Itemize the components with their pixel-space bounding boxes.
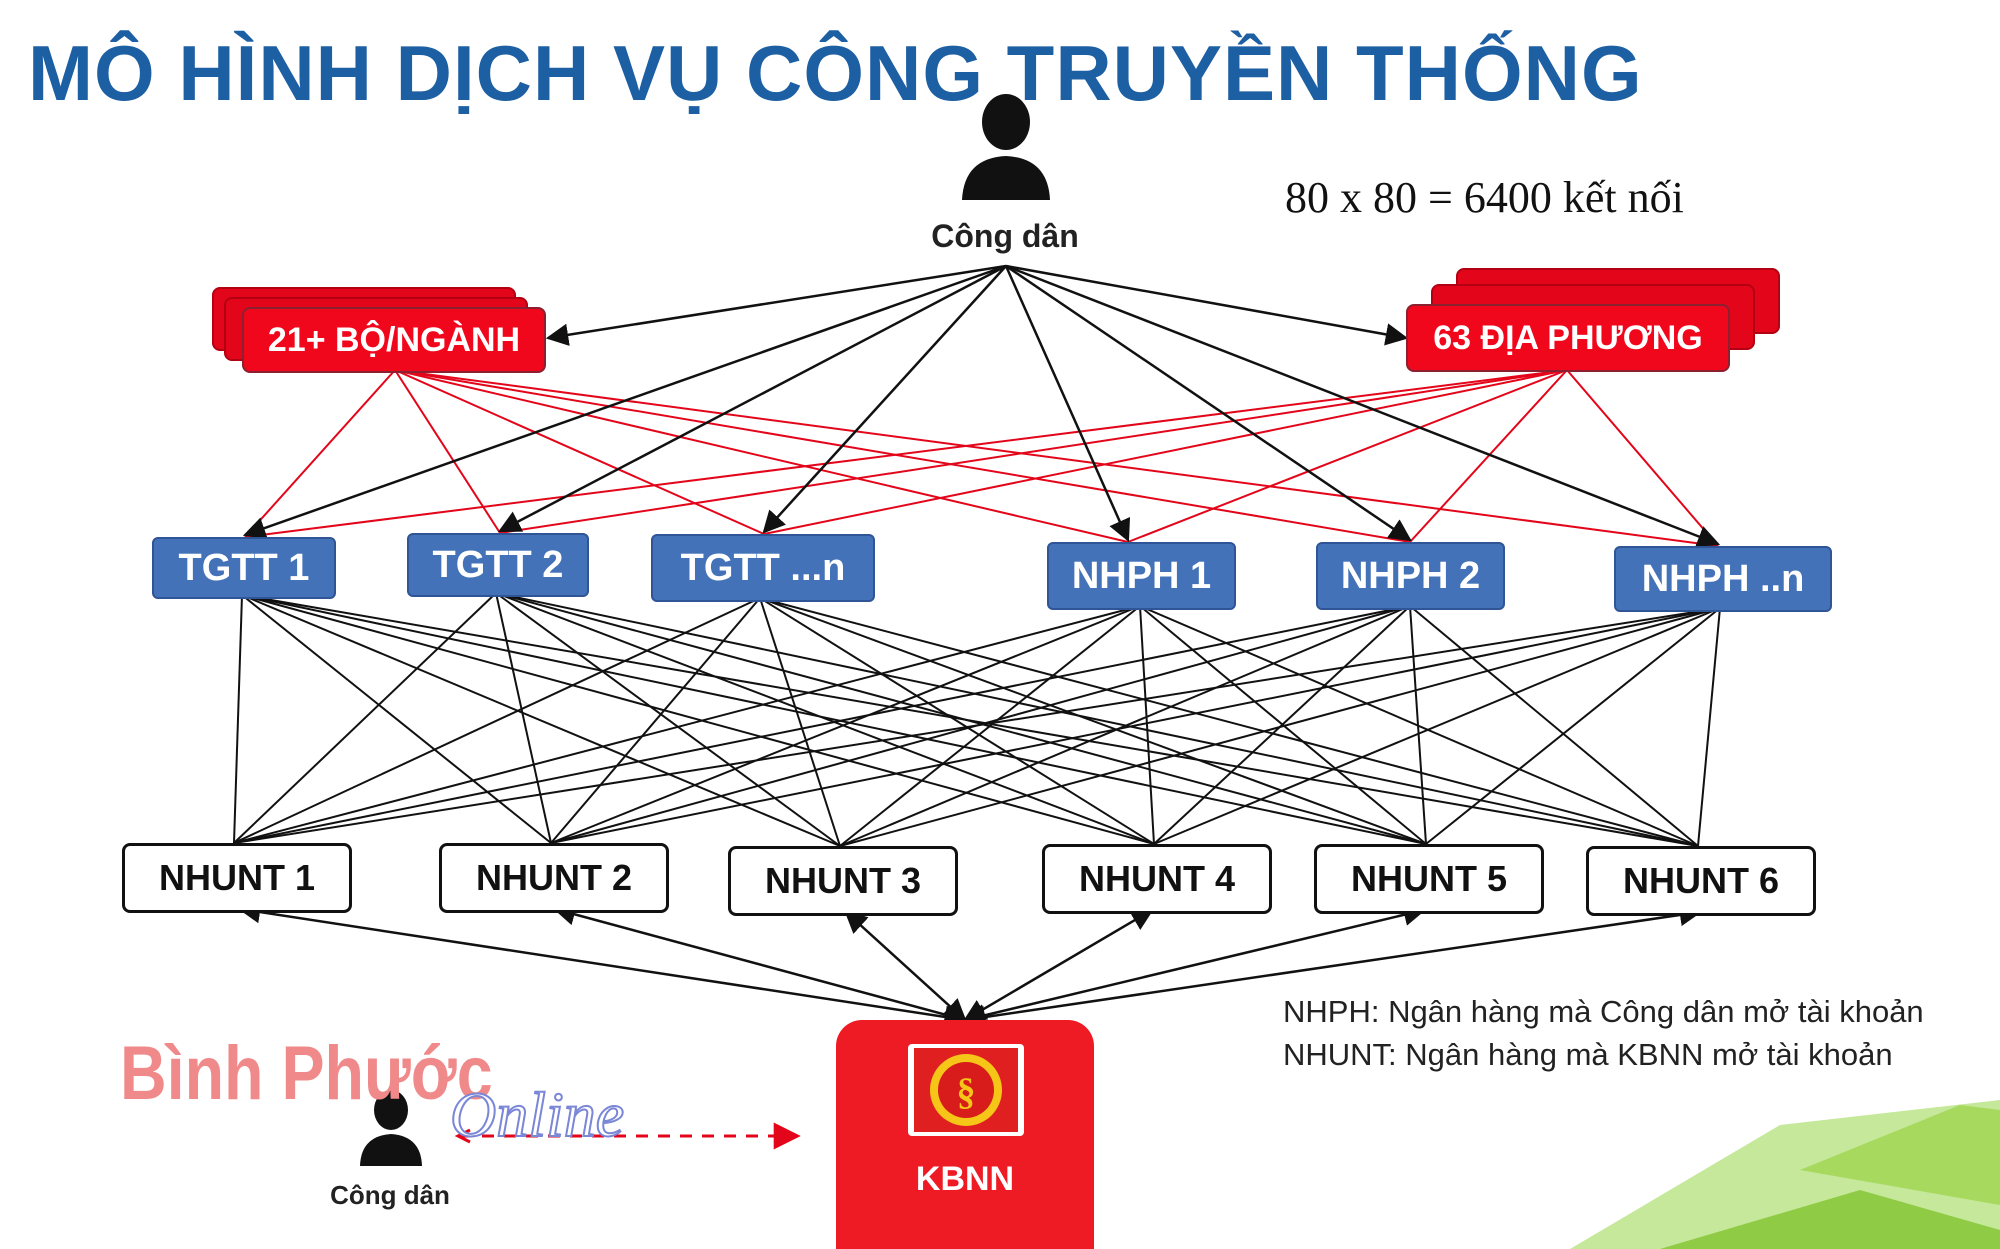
receiving-bank-box-2: NHUNT 2 xyxy=(439,843,669,913)
localities-box: 63 ĐỊA PHƯƠNG xyxy=(1406,304,1730,372)
mesh-line-2-1 xyxy=(233,592,497,844)
page-title: MÔ HÌNH DỊCH VỤ CÔNG TRUYỀN THỐNG xyxy=(28,29,1643,117)
citizen-icon xyxy=(962,94,1050,200)
mesh-line-4-3 xyxy=(839,605,1141,847)
intermediary-box-3: TGTT ...n xyxy=(651,534,875,602)
arrow-citizen-intermediary-3 xyxy=(762,265,1007,534)
connection-formula: 80 x 80 = 6400 kết nối xyxy=(1285,173,1684,222)
mesh-line-6-1 xyxy=(233,607,1721,844)
mesh-line-3-5 xyxy=(759,597,1427,845)
intermediary-box-6: NHPH ..n xyxy=(1614,546,1832,612)
red-line-ministries-1 xyxy=(244,369,396,538)
arrow-citizen-ministries xyxy=(545,264,1007,346)
mesh-line-2-6 xyxy=(495,592,1699,847)
red-line-localities-6 xyxy=(1566,369,1719,547)
arrow-citizen-intermediary-6 xyxy=(1005,264,1721,548)
mesh-line-2-4 xyxy=(495,592,1155,845)
receiving-bank-box-5: NHUNT 5 xyxy=(1314,844,1544,914)
mesh-line-2-3 xyxy=(495,592,841,847)
mesh-line-3-1 xyxy=(233,597,761,844)
receiving-bank-box-3: NHUNT 3 xyxy=(728,846,958,916)
mesh-line-5-3 xyxy=(839,605,1411,847)
red-line-localities-4 xyxy=(1127,369,1568,543)
mesh-line-5-6 xyxy=(1409,605,1699,847)
localities-stack: 63 ĐỊA PHƯƠNG xyxy=(1406,268,1786,378)
mesh-line-5-4 xyxy=(1153,605,1411,845)
intermediary-box-5: NHPH 2 xyxy=(1316,542,1505,610)
treasury-label: KBNN xyxy=(915,1160,1015,1198)
watermark-logo: Bình Phước xyxy=(120,1031,493,1116)
arrow-citizen-intermediary-5 xyxy=(1005,264,1412,542)
mesh-line-6-6 xyxy=(1697,607,1721,847)
arrow-treasury-bank-6 xyxy=(962,903,1703,1029)
citizen-label-bottom: Công dân xyxy=(330,1180,450,1210)
red-line-localities-5 xyxy=(1409,369,1568,543)
mesh-line-6-4 xyxy=(1153,607,1721,845)
black-connection-lines xyxy=(233,592,1721,847)
red-line-ministries-4 xyxy=(394,369,1129,543)
red-line-ministries-2 xyxy=(394,369,501,534)
legend-line-nhph: NHPH: Ngân hàng mà Công dân mở tài khoản xyxy=(1283,994,1924,1029)
mesh-line-6-2 xyxy=(550,607,1721,844)
arrow-citizen-intermediary-4 xyxy=(1004,265,1131,543)
green-decoration xyxy=(1570,1100,2000,1249)
mesh-line-3-6 xyxy=(759,597,1699,847)
ministries-stack: 21+ BỘ/NGÀNH xyxy=(212,287,552,377)
legend-line-nhunt: NHUNT: Ngân hàng mà KBNN mở tài khoản xyxy=(1283,1037,1893,1072)
mesh-line-2-5 xyxy=(495,592,1427,845)
mesh-line-3-4 xyxy=(759,597,1155,845)
arrow-citizen-localities xyxy=(1005,264,1409,346)
mesh-line-2-2 xyxy=(495,592,552,844)
red-line-localities-3 xyxy=(763,369,1568,535)
arrow-treasury-bank-4 xyxy=(963,908,1154,1022)
svg-text:§: § xyxy=(957,1071,976,1113)
arrow-citizen-intermediary-2 xyxy=(498,264,1007,533)
mesh-line-1-1 xyxy=(233,594,243,844)
treasury-box: § KBNN xyxy=(836,1020,1094,1249)
receiving-bank-box-6: NHUNT 6 xyxy=(1586,846,1816,916)
mesh-line-6-5 xyxy=(1425,607,1721,845)
red-line-localities-2 xyxy=(499,369,1568,534)
mesh-line-4-4 xyxy=(1139,605,1155,845)
red-line-ministries-6 xyxy=(394,369,1719,547)
mesh-line-5-1 xyxy=(233,605,1411,844)
receiving-bank-box-1: NHUNT 1 xyxy=(122,843,352,913)
arrow-treasury-bank-1 xyxy=(237,900,968,1029)
intermediary-box-1: TGTT 1 xyxy=(152,537,336,599)
mesh-line-5-5 xyxy=(1409,605,1427,845)
receiving-bank-box-4: NHUNT 4 xyxy=(1042,844,1272,914)
mesh-line-1-5 xyxy=(241,594,1427,845)
red-line-ministries-5 xyxy=(394,369,1411,543)
arrow-treasury-bank-3 xyxy=(844,910,967,1022)
mesh-line-3-2 xyxy=(550,597,761,844)
citizen-icon-bottom xyxy=(360,1090,422,1166)
mesh-line-1-3 xyxy=(241,594,841,847)
red-line-ministries-3 xyxy=(394,369,765,535)
mesh-line-4-2 xyxy=(550,605,1141,844)
mesh-line-4-1 xyxy=(233,605,1141,844)
dashed-arrow-start xyxy=(454,1128,471,1144)
arrow-citizen-intermediary-1 xyxy=(242,264,1007,539)
treasury-emblem-icon: § xyxy=(908,1044,1024,1136)
arrow-connection-lines xyxy=(237,264,1721,1029)
citizen-label: Công dân xyxy=(931,218,1079,254)
intermediary-box-4: NHPH 1 xyxy=(1047,542,1236,610)
intermediary-box-2: TGTT 2 xyxy=(407,533,589,597)
mesh-line-3-3 xyxy=(759,597,841,847)
mesh-line-6-3 xyxy=(839,607,1721,847)
ministries-box: 21+ BỘ/NGÀNH xyxy=(242,307,546,373)
watermark-logo-sub: Online xyxy=(449,1078,625,1151)
